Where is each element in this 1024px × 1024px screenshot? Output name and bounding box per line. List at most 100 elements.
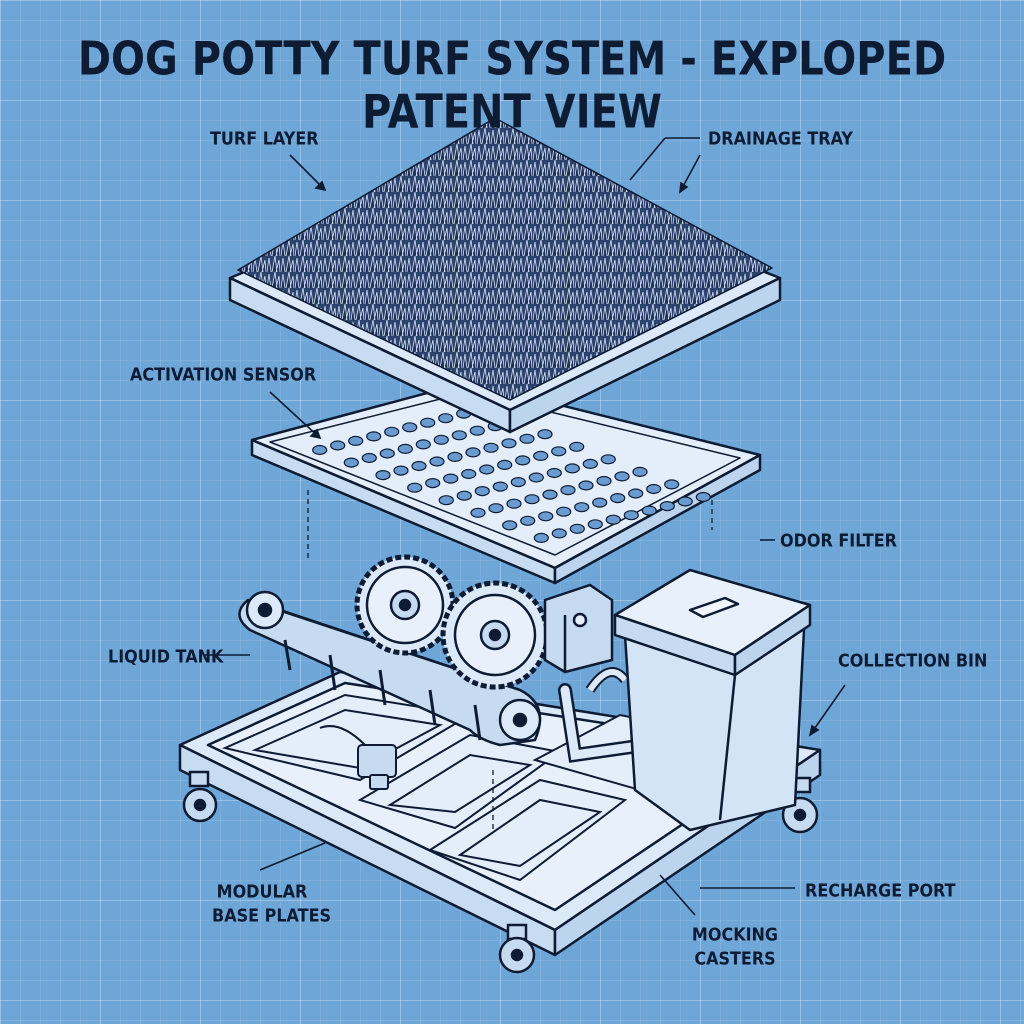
drainage-hole <box>614 471 630 482</box>
drainage-hole <box>420 417 436 428</box>
caster-front-left <box>182 770 218 823</box>
drainage-hole <box>361 452 377 464</box>
drainage-hole <box>596 475 612 487</box>
caster-front <box>498 923 536 974</box>
label-drainage-tray: DRAINAGE TRAY <box>708 128 854 149</box>
drainage-hole <box>538 511 554 522</box>
drainage-holes <box>312 404 711 544</box>
drainage-hole <box>551 528 567 539</box>
label-modular-base-plates-line2: BASE PLATES <box>212 905 332 926</box>
drainage-hole <box>659 501 675 512</box>
drainage-hole <box>433 434 449 445</box>
drainage-hole <box>664 479 680 490</box>
drainage-hole <box>632 466 648 477</box>
gear-left <box>354 554 456 656</box>
drainage-hole <box>515 455 531 466</box>
page-title: DOG POTTY TURF SYSTEM - EXPLOPED PATENT … <box>77 33 947 139</box>
drainage-hole <box>506 498 522 509</box>
label-modular-base-plates: MODULAR BASE PLATES <box>212 880 332 928</box>
drainage-hole <box>628 488 644 499</box>
drainage-hole <box>569 523 585 534</box>
drainage-hole <box>375 470 391 481</box>
label-liquid-tank: LIQUID TANK <box>108 646 224 667</box>
drainage-hole <box>574 502 590 513</box>
drainage-hole <box>520 515 536 526</box>
drainage-hole <box>556 506 572 517</box>
drainage-hole <box>456 490 472 501</box>
turf-layer <box>228 117 782 434</box>
drainage-hole <box>501 438 517 449</box>
drainage-hole <box>470 507 486 518</box>
drainage-hole <box>443 473 459 484</box>
label-odor-filter: ODOR FILTER <box>780 530 897 551</box>
sensor-unit <box>319 725 397 790</box>
drainage-hole <box>469 425 485 436</box>
drainage-hole <box>497 459 513 470</box>
drainage-hole <box>533 532 549 544</box>
drainage-hole <box>384 426 400 437</box>
drainage-hole <box>600 454 616 465</box>
label-collection-bin: COLLECTION BIN <box>838 650 988 671</box>
drainage-hole <box>677 496 693 507</box>
drainage-hole <box>502 520 518 531</box>
label-turf-layer: TURF LAYER <box>210 128 319 149</box>
drainage-hole <box>461 468 477 480</box>
drainage-hole <box>582 458 598 469</box>
drainage-hole <box>623 510 639 521</box>
drainage-hole <box>407 482 423 493</box>
drainage-hole <box>533 450 549 461</box>
drainage-hole <box>397 443 413 454</box>
drainage-hole <box>438 413 454 424</box>
drainage-hole <box>312 444 328 456</box>
drainage-tray <box>250 380 762 585</box>
drainage-hole <box>646 483 662 495</box>
collection-bin <box>613 568 812 832</box>
drainage-hole <box>492 481 508 492</box>
drainage-hole <box>610 493 626 504</box>
drainage-hole <box>479 464 495 475</box>
drainage-hole <box>425 478 441 489</box>
drainage-hole <box>438 495 454 506</box>
drainage-hole <box>564 463 580 474</box>
drainage-hole <box>447 451 463 462</box>
label-modular-base-plates-line1: MODULAR <box>216 880 308 902</box>
drainage-hole <box>546 467 562 479</box>
drainage-hole <box>587 519 603 530</box>
drainage-hole <box>393 465 409 476</box>
drainage-hole <box>569 441 585 452</box>
alignment-lines <box>307 490 713 830</box>
drainage-hole <box>592 497 608 508</box>
drainage-hole <box>542 489 558 500</box>
drainage-hole <box>524 494 540 505</box>
drainage-hole <box>415 439 431 450</box>
motor-housing <box>543 583 614 674</box>
leader-lines <box>205 137 846 916</box>
label-mocking-casters-line2: CASTERS <box>694 948 776 969</box>
drainage-hole <box>695 491 711 503</box>
drainage-hole <box>488 503 504 514</box>
label-recharge-port: RECHARGE PORT <box>805 880 956 901</box>
gear-right <box>440 580 550 690</box>
label-activation-sensor: ACTIVATION SENSOR <box>130 364 317 385</box>
drainage-hole <box>578 480 594 491</box>
drainage-hole <box>560 485 576 496</box>
drainage-hole <box>330 440 346 451</box>
drainage-hole <box>343 457 359 468</box>
drainage-hole <box>605 514 621 525</box>
label-mocking-casters: MOCKING CASTERS <box>690 923 780 971</box>
drainage-hole <box>483 442 499 453</box>
drainage-hole <box>366 431 382 442</box>
drainage-hole <box>537 429 553 440</box>
drainage-hole <box>519 433 535 444</box>
drainage-hole <box>465 447 481 458</box>
drainage-hole <box>528 472 544 483</box>
drainage-hole <box>474 486 490 497</box>
drainage-hole <box>451 430 467 441</box>
drainage-hole <box>641 505 657 516</box>
drainage-hole <box>411 460 427 472</box>
drainage-hole <box>348 435 364 446</box>
drainage-hole <box>429 456 445 467</box>
drainage-hole <box>510 477 526 488</box>
drainage-hole <box>551 446 567 457</box>
